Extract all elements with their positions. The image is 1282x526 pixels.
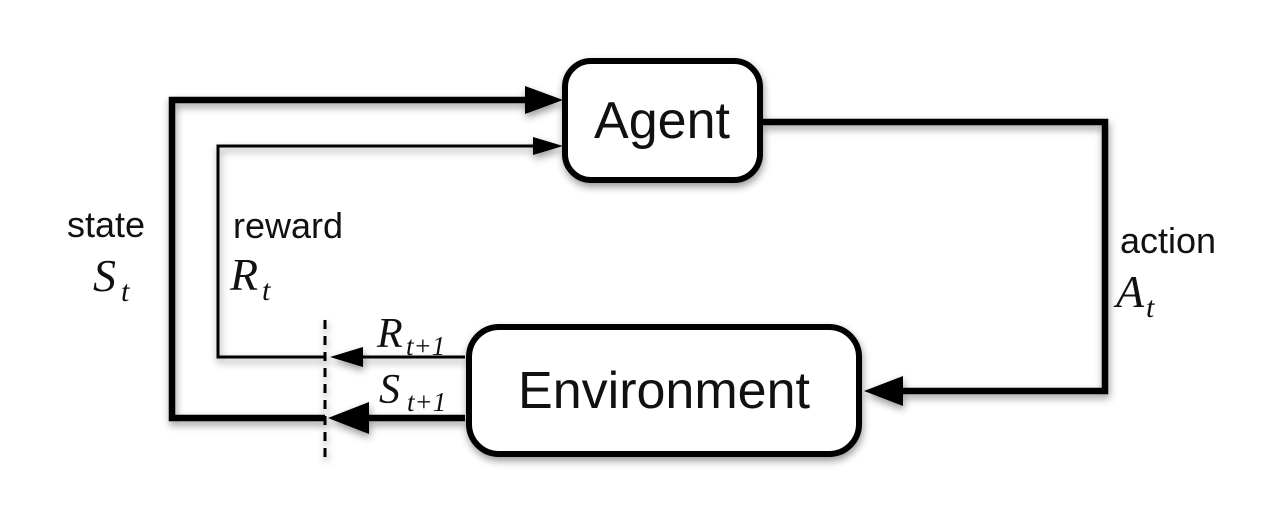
reward-edge xyxy=(216,144,537,359)
agent-node xyxy=(562,58,763,183)
action-edge xyxy=(762,118,1109,395)
agent-label: Agent xyxy=(594,92,730,150)
state-symbol: S xyxy=(93,250,116,301)
state-edge xyxy=(168,96,530,422)
next-reward-symbol: R xyxy=(376,311,403,357)
next-reward-subscript: t+1 xyxy=(406,331,445,361)
reward-arrowhead-icon xyxy=(533,137,563,155)
environment-label: Environment xyxy=(518,362,810,420)
action-symbol: A xyxy=(1113,266,1145,317)
reward-word-label: reward xyxy=(233,205,343,246)
state-arrowhead-icon xyxy=(525,86,563,114)
action-arrowhead-icon xyxy=(864,376,903,406)
next-state-symbol: S xyxy=(379,367,400,413)
reward-subscript: t xyxy=(262,274,271,307)
next-state-arrowhead-icon xyxy=(328,402,369,434)
next-state-subscript: t+1 xyxy=(407,387,446,417)
environment-node xyxy=(466,324,862,457)
reward-symbol: R xyxy=(229,249,258,300)
action-word-label: action xyxy=(1120,220,1216,261)
state-word-label: state xyxy=(67,204,145,245)
state-subscript: t xyxy=(121,275,130,308)
next-reward-arrowhead-icon xyxy=(330,347,363,367)
action-subscript: t xyxy=(1146,291,1155,324)
